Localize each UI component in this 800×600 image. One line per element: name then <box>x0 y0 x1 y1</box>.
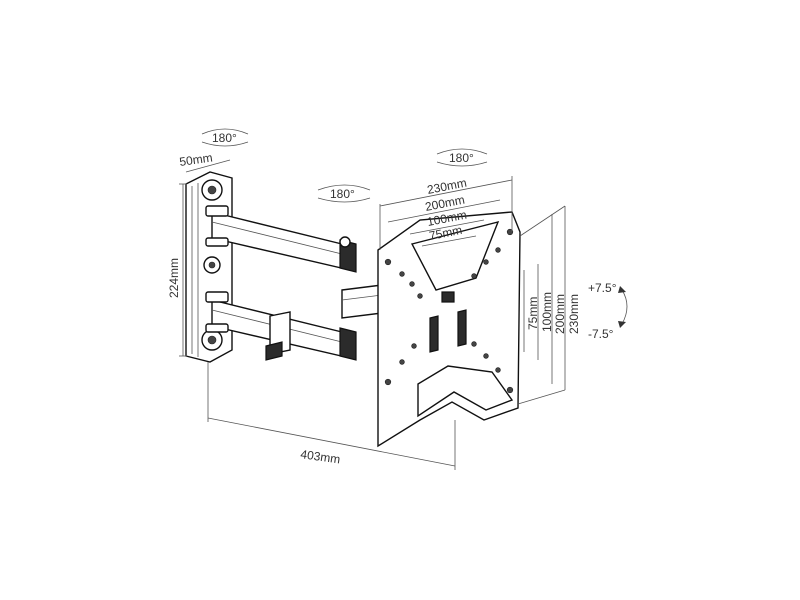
rotation-label-plate: 180° <box>449 151 474 165</box>
vesa-vertical-75: 75mm <box>526 297 540 330</box>
tilt-down-label: -7.5° <box>588 327 614 341</box>
upper-arm <box>205 205 357 273</box>
vesa-vertical-100: 100mm <box>540 292 554 332</box>
vesa-horizontal-75: 75mm <box>428 223 463 243</box>
wall-width-label: 50mm <box>178 150 213 169</box>
lower-arm <box>205 291 357 361</box>
vesa-plate <box>377 211 521 448</box>
vesa-vertical-230: 230mm <box>567 294 581 334</box>
vesa-vertical-200: 200mm <box>553 294 567 334</box>
dimension-lines <box>179 159 566 470</box>
wall-height-label: 224mm <box>167 258 181 298</box>
extension-label: 403mm <box>300 447 342 466</box>
rotation-label-wall: 180° <box>212 131 237 145</box>
tilt-up-label: +7.5° <box>588 281 617 295</box>
rotation-label-arm: 180° <box>330 187 355 201</box>
wall-plate <box>185 171 233 363</box>
rotation-arrows <box>201 128 628 328</box>
